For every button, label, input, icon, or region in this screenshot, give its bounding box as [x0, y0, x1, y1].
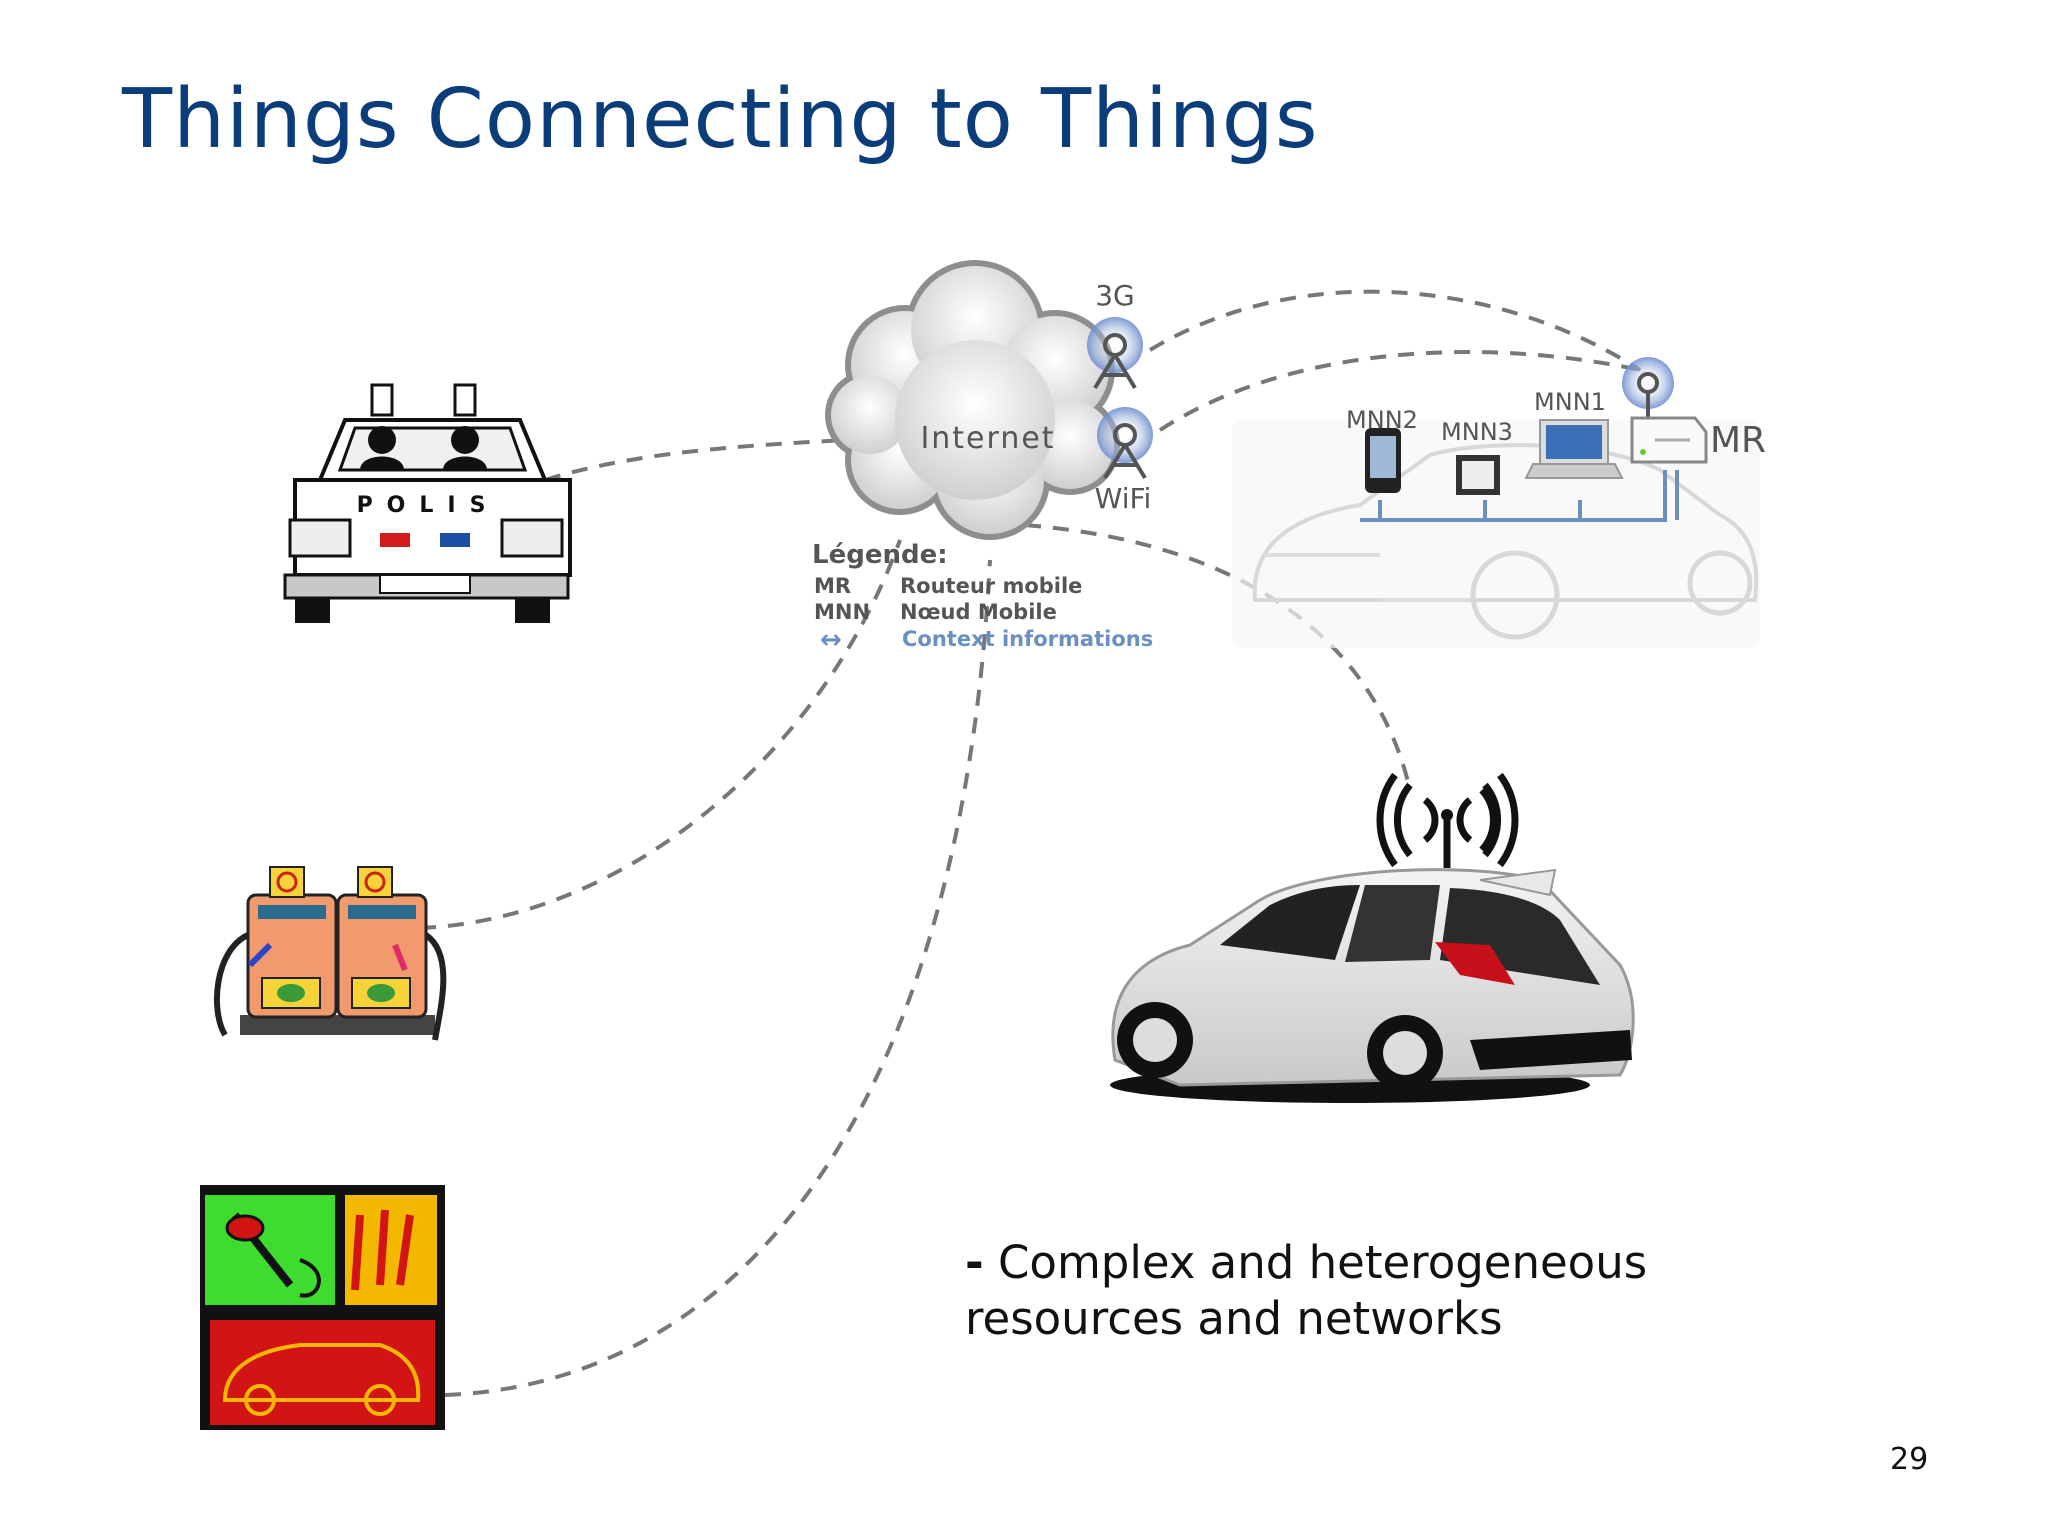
- 3g-tower-icon: [1087, 317, 1143, 390]
- legend: Légende: MR Routeur mobile MNN Nœud Mobi…: [812, 540, 1153, 655]
- 3g-label: 3G: [1095, 279, 1135, 312]
- connection-fuel-pump: [419, 539, 902, 930]
- router-icon: [1622, 357, 1708, 464]
- legend-mnn-abbr: MNN: [814, 600, 870, 624]
- bullet-dash: -: [965, 1236, 984, 1289]
- laptop-icon: [1524, 419, 1624, 479]
- bullet-line-1: Complex and heterogeneous: [983, 1236, 1648, 1289]
- wifi-label: WiFi: [1095, 482, 1152, 515]
- mnn1-label: MNN1: [1534, 388, 1606, 416]
- legend-arrow-icon: ↔: [820, 625, 842, 655]
- mr-label: MR: [1710, 420, 1766, 461]
- bullet-line-2: resources and networks: [965, 1292, 1503, 1345]
- legend-mr-text: Routeur mobile: [900, 574, 1082, 598]
- police-car-text: POLIS: [357, 493, 500, 518]
- legend-mnn-text: Nœud Mobile: [900, 600, 1057, 624]
- bullet-text: - Complex and heterogeneous resources an…: [965, 1235, 1647, 1347]
- legend-context-text: Context informations: [902, 627, 1153, 651]
- connection-police-car: [544, 438, 846, 482]
- internet-label: Internet: [920, 421, 1055, 456]
- legend-title: Légende:: [812, 540, 948, 570]
- connection-wifi-mr: [1158, 350, 1641, 432]
- repair-shop-icon: [200, 1185, 445, 1430]
- page-title: Things Connecting to Things: [122, 72, 1319, 167]
- fuel-pump-icon: [213, 866, 447, 1041]
- police-car-icon: POLIS: [283, 383, 572, 623]
- connection-repair-shop: [444, 559, 992, 1397]
- mobile-network-car: MNN2 MNN3 MNN1 MR: [1232, 357, 1766, 648]
- gps-device-icon: [1456, 455, 1500, 495]
- page-number: 29: [1890, 1442, 1929, 1477]
- antenna-signal-icon: [1376, 772, 1519, 868]
- mnn3-label: MNN3: [1441, 418, 1513, 446]
- internet-cloud: Internet: [825, 260, 1120, 540]
- wifi-tower-icon: [1097, 407, 1153, 480]
- mnn2-label: MNN2: [1346, 406, 1418, 434]
- smart-car-icon: [1110, 772, 1635, 1103]
- legend-mr-abbr: MR: [814, 574, 851, 598]
- connection-3g-mr: [1148, 289, 1642, 372]
- phone-icon: [1365, 428, 1401, 493]
